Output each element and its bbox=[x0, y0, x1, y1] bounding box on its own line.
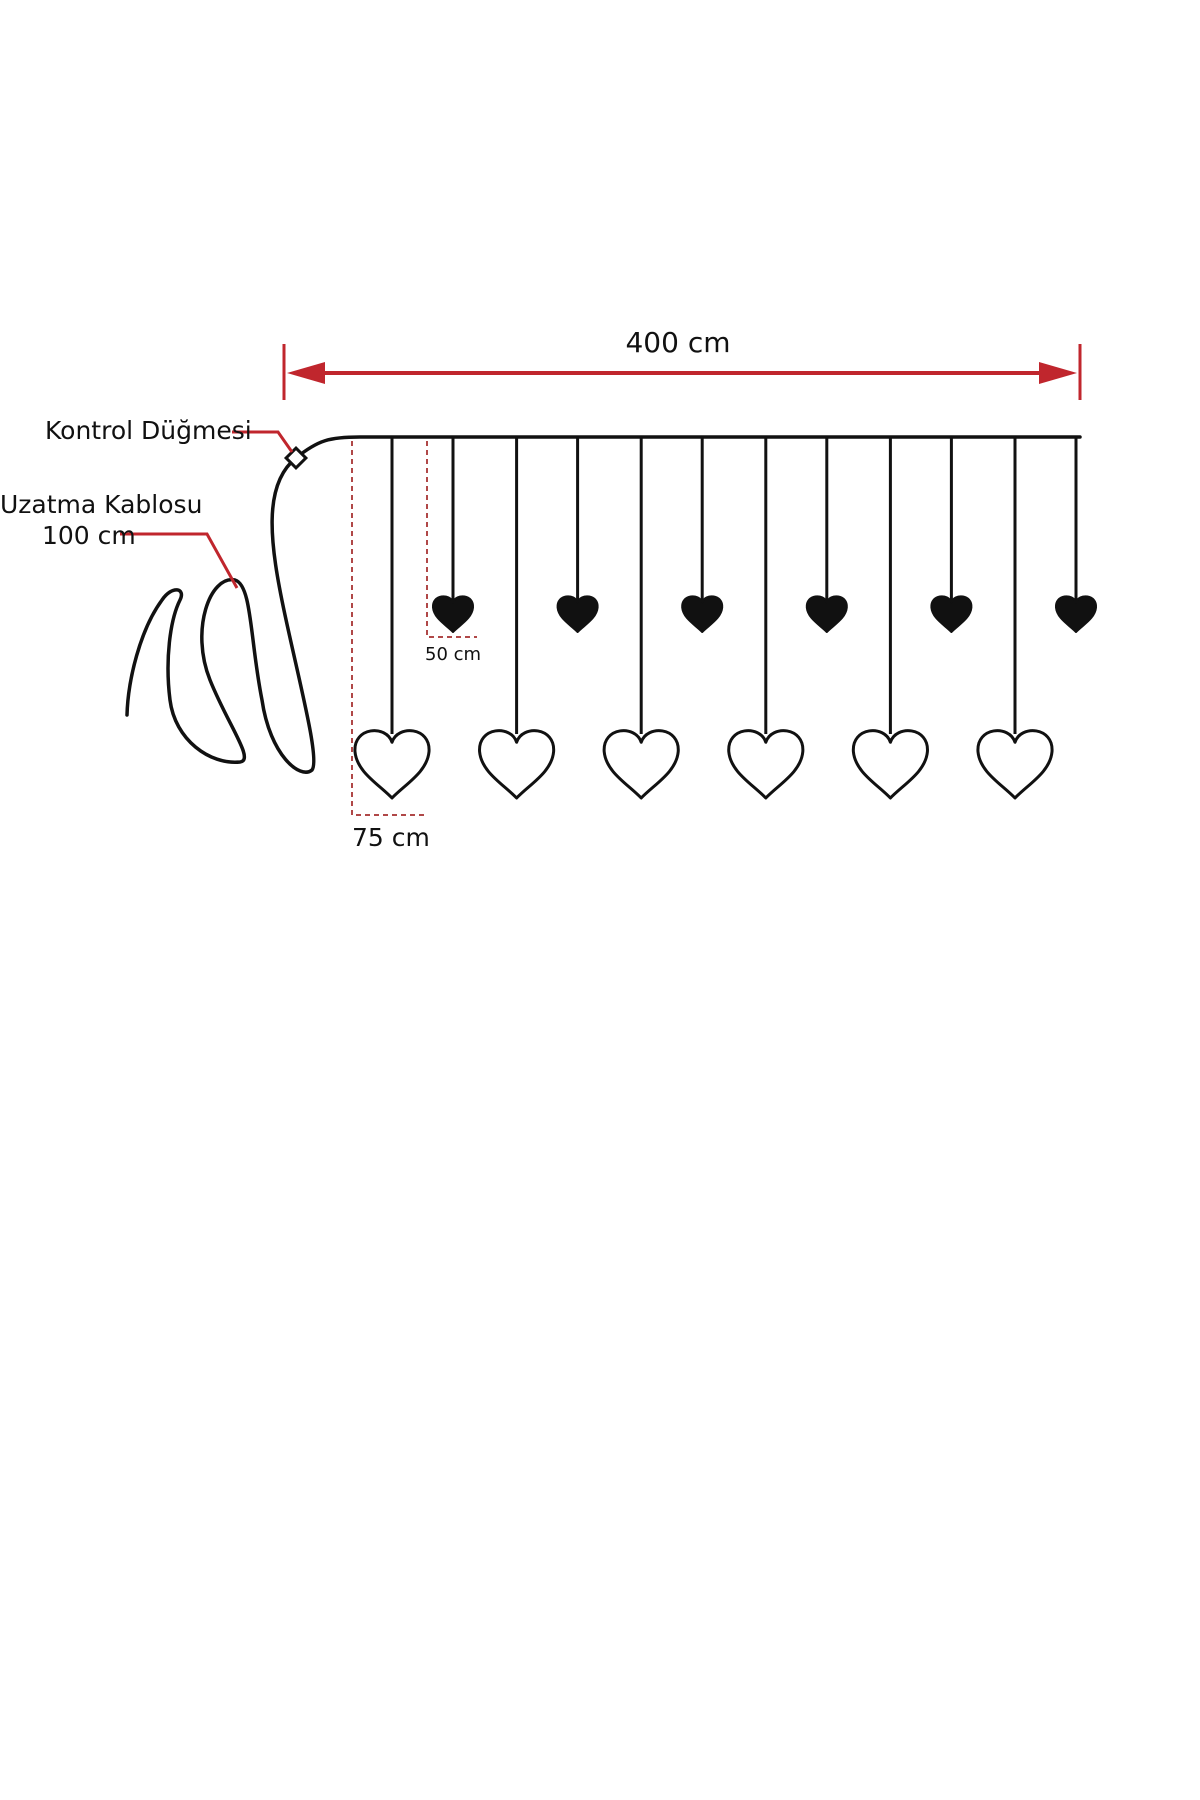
heart-filled-icon bbox=[1054, 595, 1098, 633]
heart-filled-icon bbox=[805, 595, 848, 633]
heart-outline-icon bbox=[976, 729, 1054, 800]
heart-outline-icon bbox=[353, 729, 431, 800]
long-drop-label: 75 cm bbox=[352, 823, 430, 852]
heart-outline-icon bbox=[478, 729, 556, 800]
extension-cable bbox=[125, 456, 316, 774]
heart-outline-icon bbox=[727, 729, 805, 800]
heart-strands bbox=[353, 437, 1098, 800]
width-arrow-head-right bbox=[1039, 362, 1077, 384]
top-cable bbox=[294, 435, 1082, 460]
width-arrow-head-left bbox=[287, 362, 325, 384]
width-dimension: 400 cm bbox=[282, 326, 1082, 400]
control-button-label: Kontrol Düğmesi bbox=[45, 416, 252, 445]
extension-cable-label-line1: Uzatma Kablosu bbox=[0, 490, 202, 519]
short-drop-label: 50 cm bbox=[425, 644, 481, 665]
main-cable bbox=[125, 435, 1082, 774]
extension-cable-label-line2: 100 cm bbox=[42, 521, 136, 550]
heart-outline-icon bbox=[602, 729, 680, 800]
heart-outline-icon bbox=[851, 729, 929, 800]
extension-cable-leader bbox=[120, 532, 239, 589]
drop-dimensions bbox=[351, 441, 477, 816]
diamond-icon bbox=[283, 445, 309, 471]
heart-filled-icon bbox=[930, 595, 973, 633]
short-drop-marker bbox=[426, 441, 477, 638]
heart-filled-icon bbox=[556, 595, 599, 633]
long-drop-marker bbox=[351, 441, 425, 816]
width-label: 400 cm bbox=[625, 326, 730, 359]
extension-cable-callout: Uzatma Kablosu 100 cm bbox=[0, 490, 239, 589]
heart-filled-icon bbox=[431, 595, 475, 633]
control-button: Kontrol Düğmesi bbox=[45, 416, 309, 471]
control-button-leader bbox=[232, 430, 294, 453]
heart-filled-icon bbox=[681, 595, 724, 633]
